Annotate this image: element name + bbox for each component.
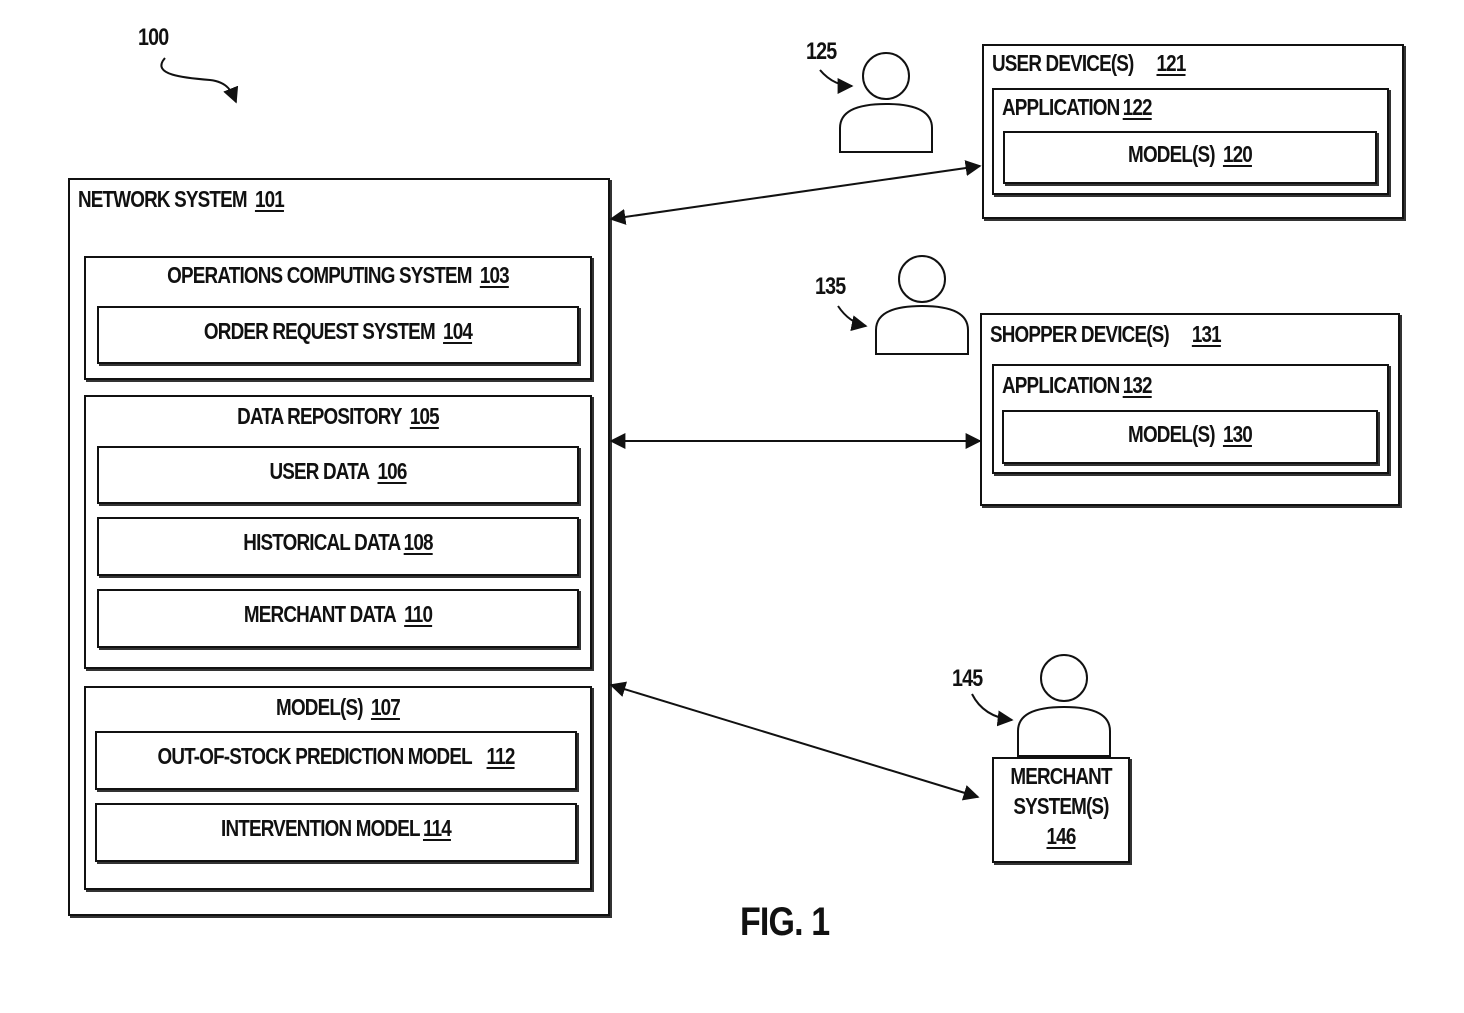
shopper-person-icon	[876, 256, 968, 354]
figure-leader-arrow	[161, 58, 236, 102]
user-person-icon	[840, 53, 932, 152]
merchant-person-icon	[1018, 655, 1110, 756]
shopper-person-leader	[838, 306, 866, 326]
user-person-leader	[820, 70, 852, 86]
network-merchant-system-arrow	[611, 685, 978, 797]
merchant-person-leader	[972, 694, 1012, 720]
network-user-device-arrow	[611, 166, 980, 219]
